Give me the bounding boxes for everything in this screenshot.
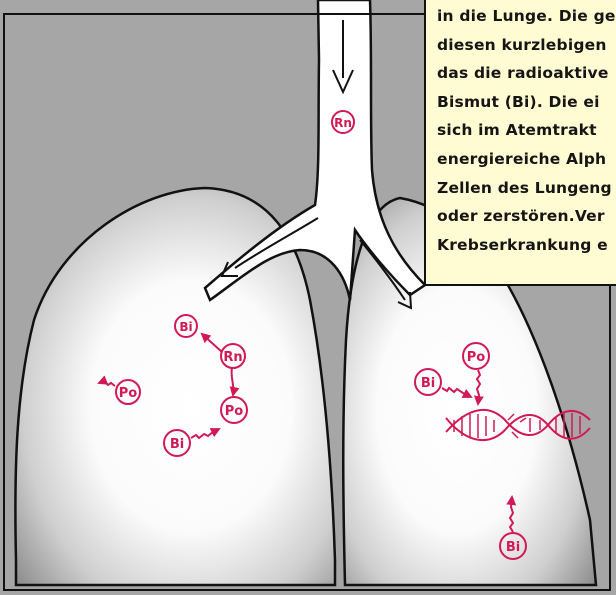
caption-line: Krebserkrankung e [437, 231, 616, 260]
atom-label-rn-left: Rn [223, 350, 242, 365]
atom-label-bi-right-low: Bi [506, 540, 520, 555]
atom-label-po-right-top: Po [467, 350, 486, 365]
atom-label-po-left-mid: Po [225, 404, 244, 419]
caption-box: in die Lunge. Die ge diesen kurzlebigen … [424, 0, 616, 286]
caption-line: Zellen des Lungeng [437, 174, 616, 203]
caption-line: Bismut (Bi). Die ei [437, 88, 616, 117]
atom-label-po-left-far: Po [119, 386, 138, 401]
atom-label-rn-trachea: Rn [334, 116, 352, 130]
caption-line: oder zerstören.Ver [437, 202, 616, 231]
caption-line: energiereiche Alph [437, 145, 616, 174]
caption-line: diesen kurzlebigen [437, 31, 616, 60]
atom-label-bi-right-mid: Bi [421, 376, 435, 391]
caption-line: in die Lunge. Die ge [437, 2, 616, 31]
caption-line: sich im Atemtrakt [437, 116, 616, 145]
atom-label-bi-left-low: Bi [170, 437, 184, 452]
atom-label-bi-left-top: Bi [179, 320, 192, 334]
caption-line: das die radioaktive [437, 59, 616, 88]
